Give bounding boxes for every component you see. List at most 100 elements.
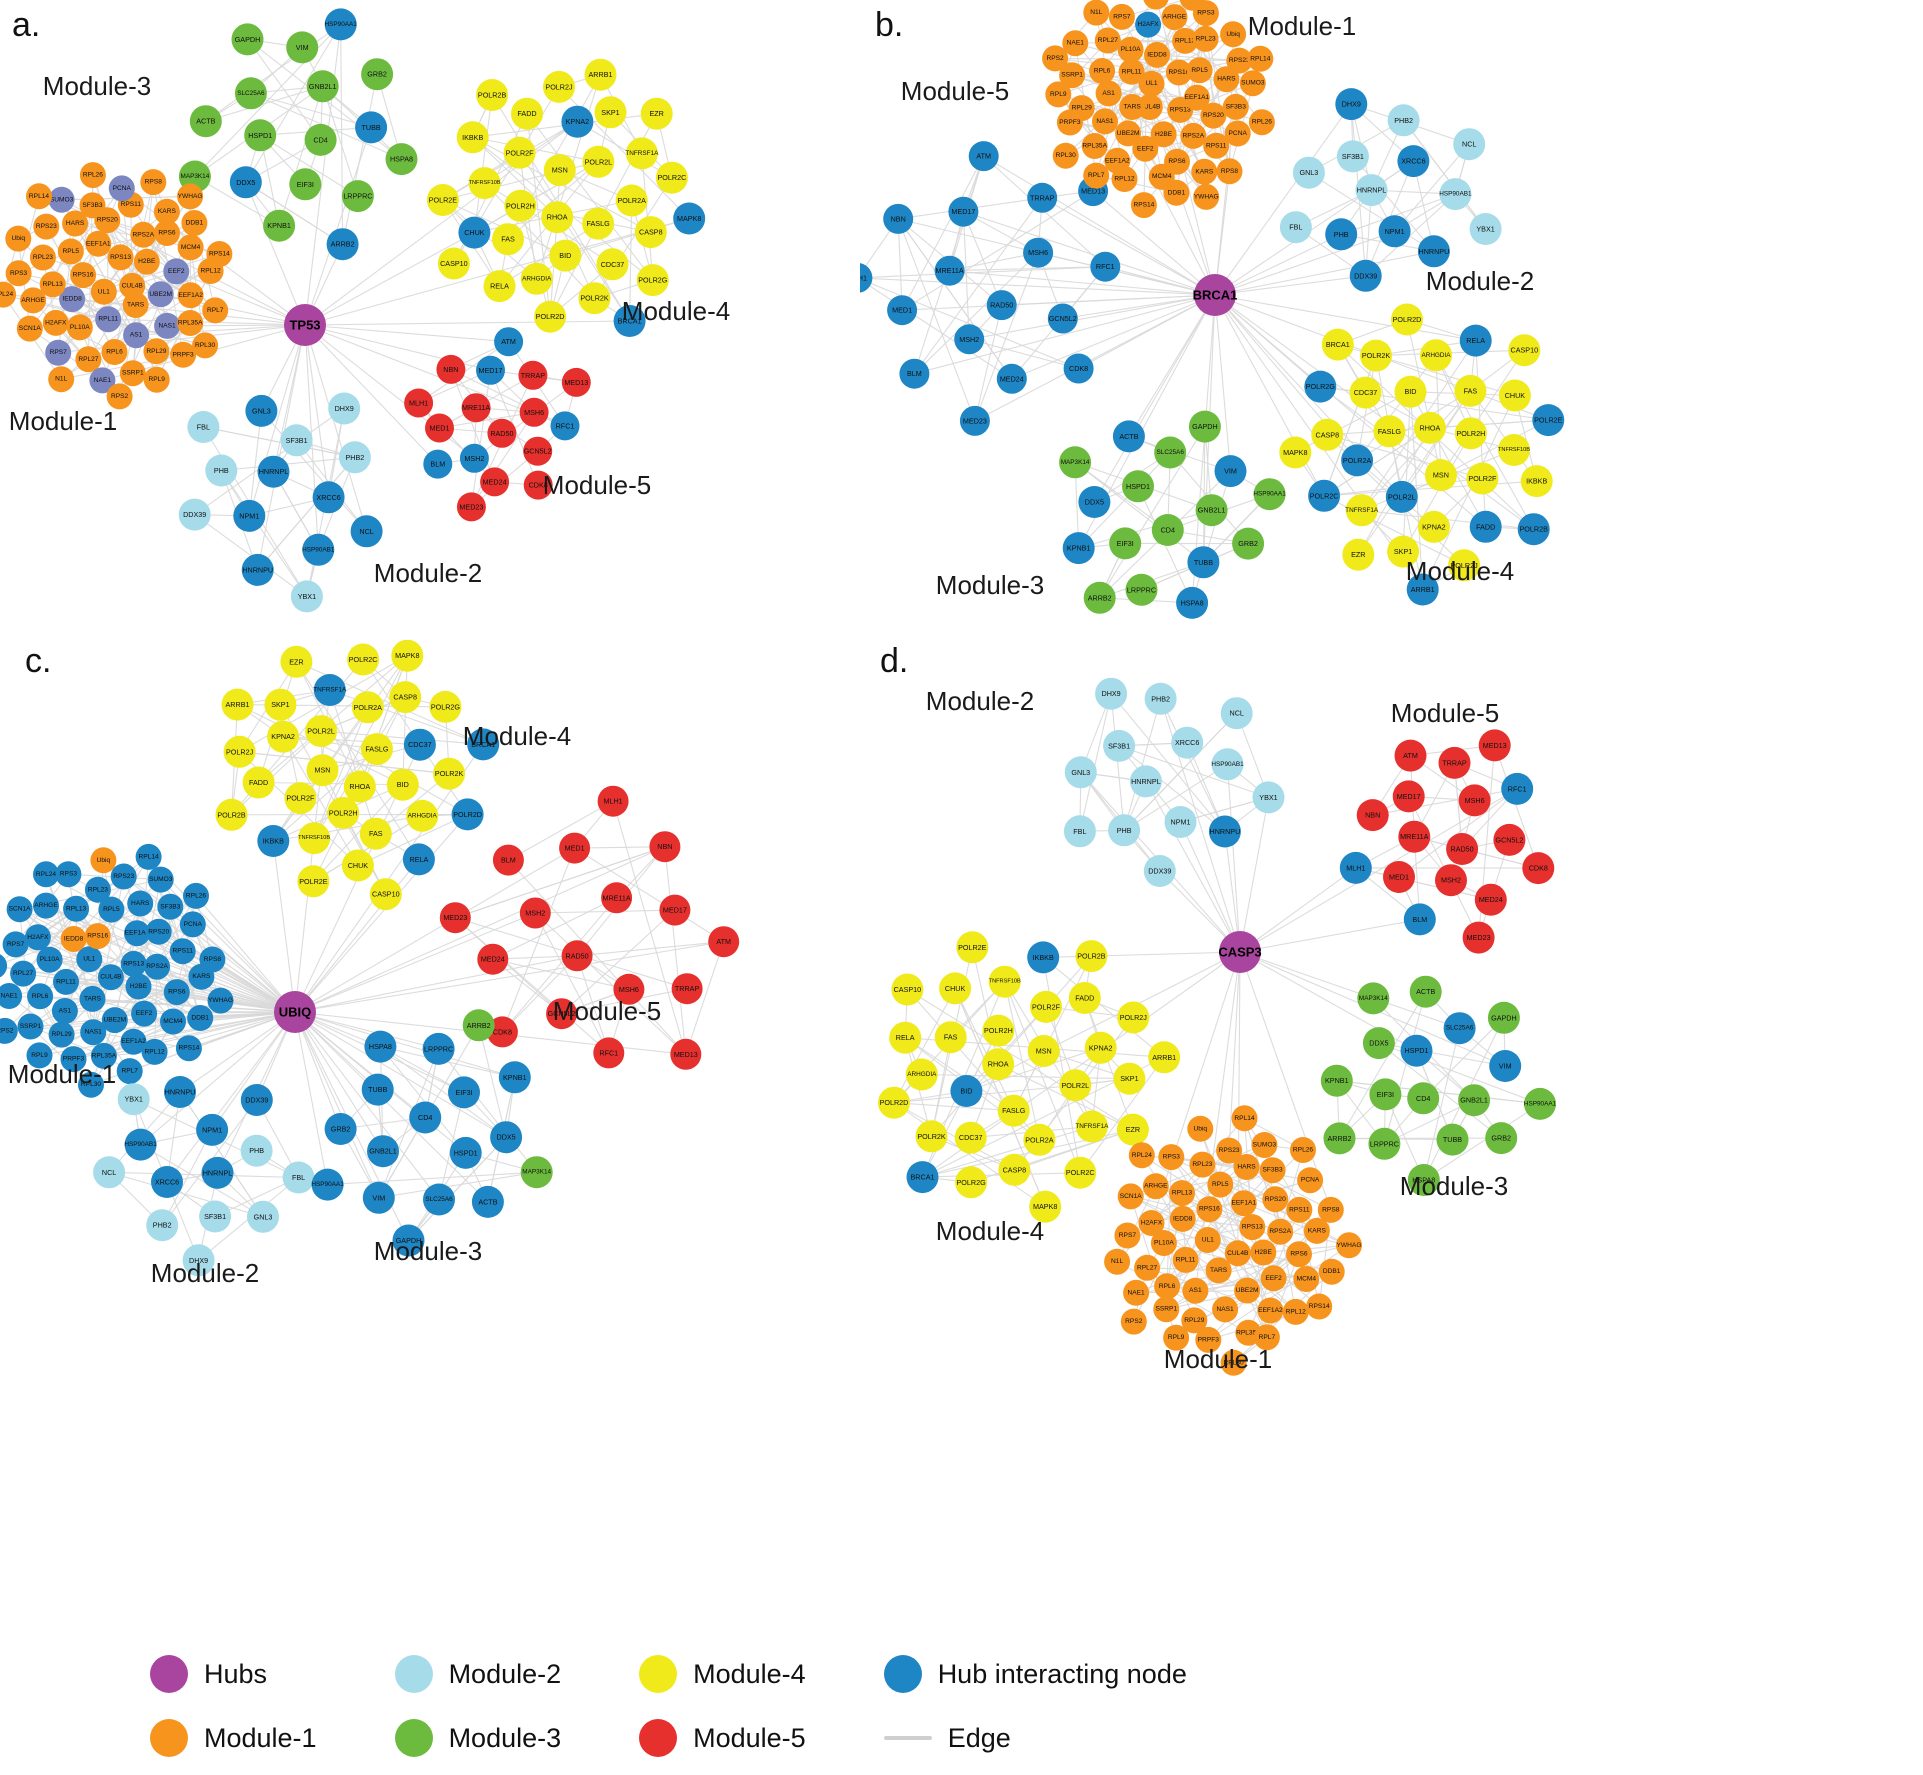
gene-label: HSPD1	[1126, 482, 1150, 491]
orange-node-symbol	[150, 1719, 188, 1757]
edge	[342, 74, 378, 245]
hub-edge	[1226, 764, 1241, 953]
gene-label: ARRB1	[226, 700, 250, 709]
gene-node	[1349, 259, 1382, 292]
edge	[454, 917, 562, 1015]
gene-node	[1183, 84, 1210, 111]
gene-label: MCM4	[181, 244, 201, 251]
gene-node	[79, 192, 106, 219]
gene-label: TARS	[1210, 1267, 1228, 1274]
gene-label: POLR2L	[1062, 1081, 1090, 1090]
edge	[474, 161, 599, 234]
gene-label: XRCC6	[155, 1178, 179, 1187]
gene-label: RPL23	[33, 254, 53, 261]
hub-edge	[1041, 197, 1216, 296]
edge	[473, 94, 493, 233]
edge	[322, 769, 387, 895]
gene-label: SKP1	[1120, 1074, 1138, 1083]
gene-label: ARRB1	[1152, 1053, 1176, 1062]
gene-label: IKBKB	[1526, 477, 1547, 486]
edge	[501, 847, 576, 1033]
gene-node	[1311, 418, 1344, 451]
gene-node	[1439, 178, 1472, 211]
hub-edge	[1093, 294, 1216, 503]
gene-node	[1059, 1069, 1092, 1102]
gene-node	[304, 123, 337, 156]
gene-label: RHOA	[349, 782, 370, 791]
gene-node	[1417, 510, 1450, 543]
gene-node	[199, 946, 226, 973]
edge	[408, 1136, 507, 1241]
gene-label: SKP1	[271, 700, 289, 709]
gene-node	[1083, 581, 1116, 614]
gene-node	[26, 1042, 53, 1069]
gene-node	[16, 315, 43, 342]
gene-node	[124, 920, 150, 947]
gene-label: PL10A	[1154, 1240, 1174, 1247]
gene-node	[649, 831, 681, 863]
gene-node	[1259, 1157, 1286, 1184]
gene-label: POLR2E	[299, 877, 328, 886]
gene-label: RPL11	[1176, 1256, 1196, 1263]
module-label: Module-3	[374, 1236, 482, 1266]
gene-node	[1220, 1349, 1247, 1376]
edge	[1266, 1254, 1300, 1338]
gene-node	[108, 175, 135, 202]
gene-node	[362, 1181, 395, 1214]
gene-node	[480, 467, 510, 497]
gene-node	[584, 58, 617, 91]
gene-node	[1154, 1273, 1181, 1300]
gene-label: HSPD1	[1405, 1046, 1429, 1055]
gene-node	[476, 79, 509, 111]
gene-label: EEF1A1	[125, 930, 150, 937]
gene-node	[146, 1209, 179, 1242]
edge	[1004, 981, 1081, 1173]
gene-label: MLH1	[1346, 863, 1365, 872]
gene-node	[1487, 1001, 1520, 1034]
gene-node	[403, 728, 436, 761]
gene-node	[906, 1161, 939, 1194]
edge	[561, 909, 676, 1015]
gene-label: CD4	[1161, 526, 1175, 535]
gene-label: BRCA1	[618, 317, 642, 326]
legend-item: Module-3	[394, 1719, 561, 1757]
gene-label: GRB2	[367, 70, 387, 79]
edge	[534, 912, 687, 1055]
hub-edge	[304, 324, 509, 343]
gene-label: TRRAP	[521, 371, 546, 380]
hub-edge	[1128, 294, 1216, 437]
gene-node	[97, 964, 124, 991]
edge	[969, 338, 1079, 370]
gene-label: BID	[397, 780, 409, 789]
gene-label: TNFRSF1A	[313, 687, 347, 694]
edge-symbol	[883, 1736, 932, 1740]
gene-node	[1056, 109, 1083, 136]
edge	[1352, 156, 1435, 252]
gene-label: CHUK	[945, 984, 966, 993]
hub-edge	[1214, 294, 1476, 342]
gene-label: UBE2M	[1236, 1287, 1259, 1294]
gene-node	[476, 355, 505, 385]
gene-node	[1230, 1190, 1257, 1217]
edge	[161, 1129, 213, 1226]
gene-label: RPS2	[1046, 55, 1064, 62]
gene-label: PCNA	[184, 921, 203, 928]
gene-label: Ubiq	[1194, 1125, 1208, 1132]
hub-edge	[211, 1011, 296, 1131]
gene-label: RPS14	[1309, 1303, 1330, 1310]
gene-label: MRE11A	[462, 403, 490, 412]
gene-node	[1052, 142, 1079, 169]
edge	[685, 941, 725, 1055]
gene-label: IEDD8	[1173, 1215, 1193, 1222]
gene-label: PL10A	[40, 956, 60, 963]
gene-label: RPL30	[1056, 152, 1076, 159]
gene-label: RPS13	[1242, 1224, 1263, 1231]
edge	[1151, 83, 1205, 173]
edge	[179, 1091, 264, 1218]
edge	[1394, 143, 1470, 232]
gene-node	[878, 1086, 910, 1119]
gene-label: NPM1	[239, 511, 259, 520]
gene-label: RPS2	[1125, 1318, 1143, 1325]
